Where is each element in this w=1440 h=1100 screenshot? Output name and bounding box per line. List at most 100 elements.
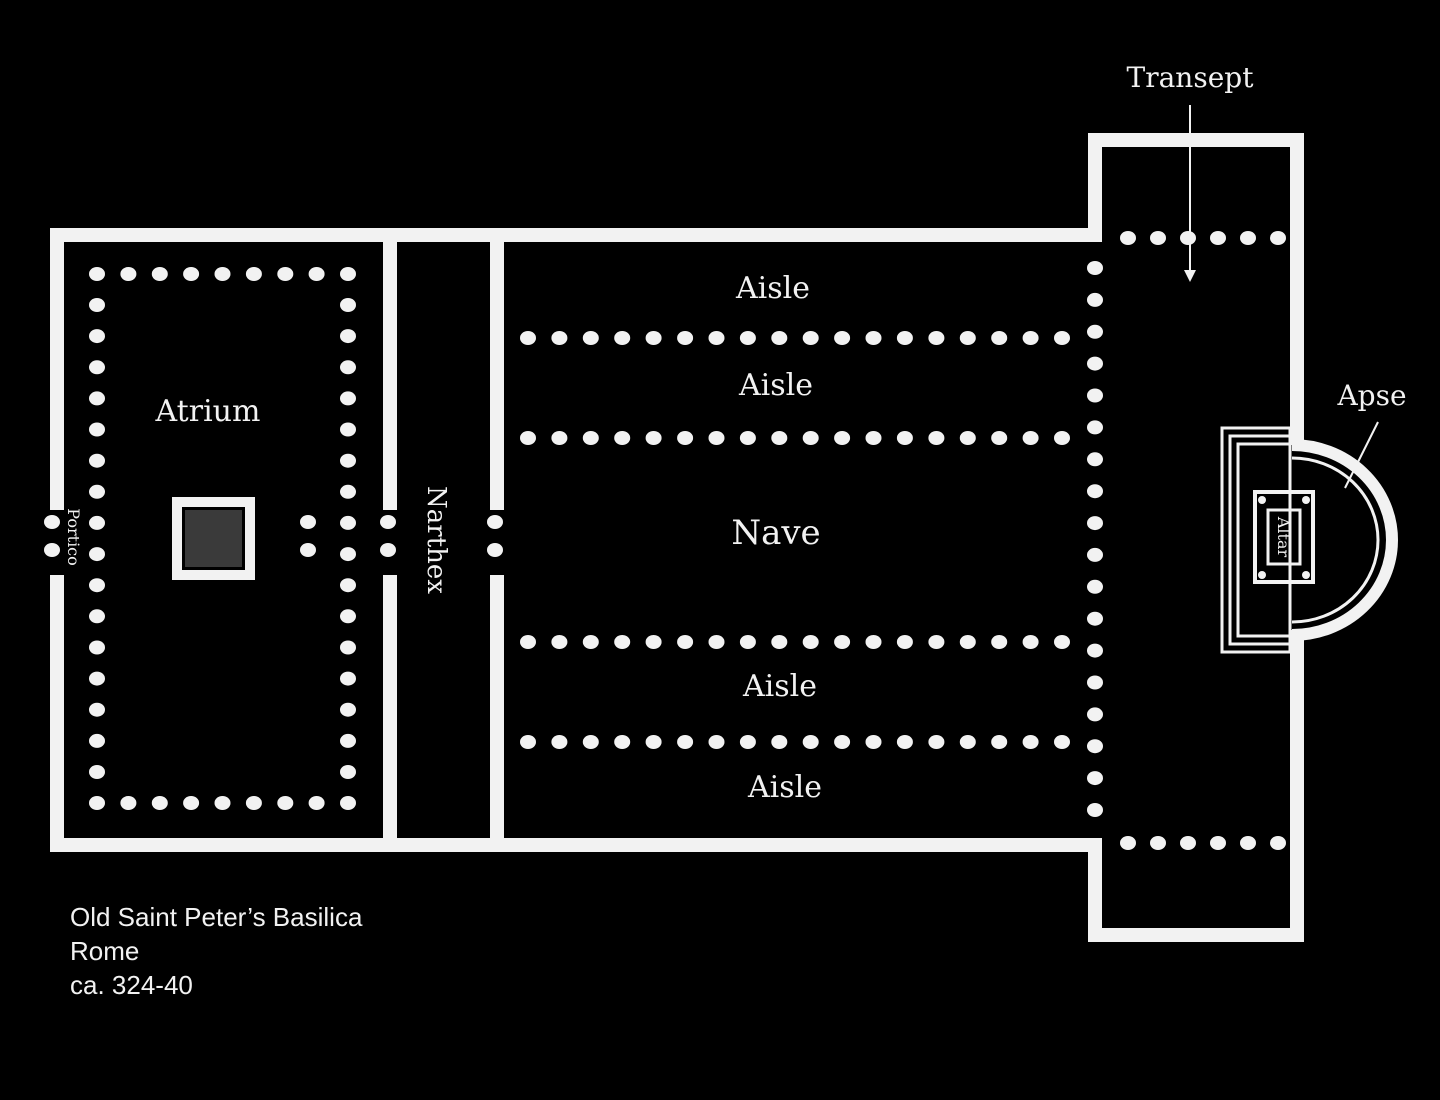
nave-column — [551, 331, 568, 345]
transept-column — [1087, 452, 1103, 467]
atrium-column — [340, 422, 356, 437]
nave-column — [614, 635, 631, 649]
nave-column — [802, 431, 819, 445]
atrium-column — [120, 796, 137, 810]
nave-column — [645, 431, 662, 445]
nave-column — [708, 331, 725, 345]
nave-column — [771, 431, 788, 445]
nave-column — [865, 331, 882, 345]
nave-column — [708, 635, 725, 649]
atrium-column — [89, 391, 105, 406]
atrium-column — [89, 671, 105, 686]
transept-column — [1087, 707, 1103, 722]
nave-column — [1022, 735, 1039, 749]
aisle-label-3: Aisle — [742, 669, 817, 704]
nave-label: Nave — [731, 513, 820, 553]
nave-column — [551, 431, 568, 445]
atrium-label: Atrium — [155, 394, 261, 429]
atrium-column — [183, 796, 200, 810]
atrium-column — [340, 765, 356, 779]
transept-column — [1087, 516, 1103, 531]
atrium-column — [89, 453, 105, 468]
caption-location: Rome — [70, 936, 140, 966]
atrium-column — [340, 360, 356, 375]
nave-column — [1022, 635, 1039, 649]
atrium-column — [277, 796, 294, 810]
nave-column — [834, 331, 851, 345]
atrium-column — [308, 267, 325, 281]
nave-column — [928, 331, 945, 345]
outer-wall-lower — [50, 575, 1304, 942]
nave-column — [991, 331, 1008, 345]
altar-box — [1266, 508, 1302, 566]
transept-column — [1120, 836, 1136, 850]
nave-column — [802, 635, 819, 649]
altar-columns — [1258, 496, 1310, 579]
aisle-label-2: Aisle — [738, 368, 813, 403]
atrium-column — [340, 796, 356, 810]
transept-column — [1150, 231, 1166, 245]
nave-column — [1054, 635, 1070, 649]
atrium-column — [89, 765, 105, 779]
atrium-column — [89, 609, 105, 624]
atrium-column — [340, 733, 356, 748]
atrium-column — [89, 360, 105, 375]
nave-column — [708, 735, 725, 749]
atrium-column — [340, 547, 356, 562]
apse-pointer-line — [1344, 421, 1379, 489]
plan-caption: Old Saint Peter’s Basilica Rome ca. 324-… — [70, 900, 362, 1002]
nave-column — [1022, 431, 1039, 445]
entrance-column — [487, 543, 503, 557]
fountain-basin — [185, 510, 242, 567]
transept-column — [1087, 356, 1103, 371]
nave-column — [928, 431, 945, 445]
entrance-column — [44, 515, 60, 529]
nave-column — [896, 331, 913, 345]
nave-column — [896, 635, 913, 649]
nave-column — [959, 735, 976, 749]
entrance-column — [380, 515, 396, 529]
walls — [50, 133, 1304, 942]
nave-column — [551, 635, 568, 649]
nave-column — [1054, 331, 1070, 345]
nave-column — [865, 431, 882, 445]
nave-column — [991, 431, 1008, 445]
transept-column — [1087, 388, 1103, 403]
atrium-column — [89, 298, 105, 312]
nave-column — [520, 431, 536, 445]
nave-column — [520, 635, 536, 649]
nave-column — [677, 635, 694, 649]
nave-column — [739, 735, 756, 749]
nave-column — [551, 735, 568, 749]
atrium-column — [340, 391, 356, 406]
atrium-column — [214, 267, 231, 281]
atrium-column — [89, 484, 105, 499]
entrance-column — [300, 515, 316, 529]
atrium-column — [308, 796, 325, 810]
atrium-column — [340, 640, 356, 655]
transept-column — [1087, 420, 1103, 435]
atrium-column — [89, 578, 105, 593]
transept-column — [1210, 836, 1226, 850]
transept-column — [1087, 803, 1103, 817]
nave-column — [582, 431, 599, 445]
transept-column — [1087, 675, 1103, 690]
transept-column — [1270, 836, 1286, 850]
atrium-column — [340, 453, 356, 468]
atrium-column — [245, 796, 262, 810]
atrium-column — [340, 515, 356, 530]
transept-column — [1087, 643, 1103, 658]
atrium-column — [340, 484, 356, 499]
transept-arrow-head — [1184, 270, 1196, 282]
nave-column — [802, 331, 819, 345]
outer-wall — [50, 133, 1304, 510]
atrium-column — [340, 267, 356, 281]
nave-column — [865, 735, 882, 749]
nave-column — [708, 431, 725, 445]
nave-column — [645, 735, 662, 749]
atrium-column — [245, 267, 262, 281]
transept-column — [1087, 484, 1103, 499]
nave-column — [582, 331, 599, 345]
aisle-label-1: Aisle — [735, 271, 810, 306]
nave-column — [1054, 431, 1070, 445]
